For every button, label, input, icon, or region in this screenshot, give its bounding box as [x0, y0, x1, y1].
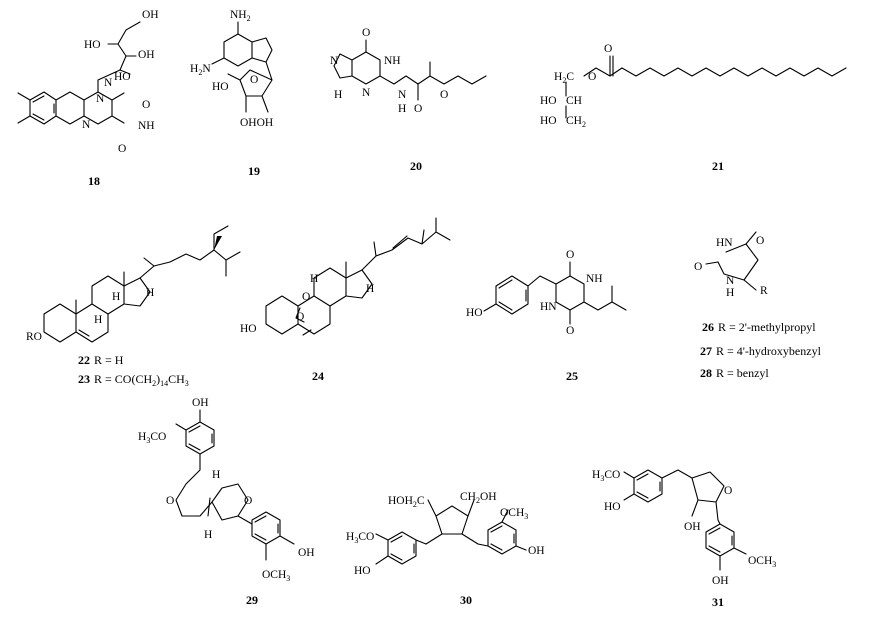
compound-number: 29: [246, 593, 258, 607]
atom-oh: OH: [528, 545, 545, 557]
atom-o: O: [604, 43, 612, 55]
atom-oh: OH: [142, 9, 159, 21]
atom-o: O: [244, 495, 252, 507]
atom-nh: NH: [586, 273, 603, 285]
atom-h: H: [366, 283, 374, 295]
atom-och3: OCH3: [262, 569, 290, 583]
structure-21: H2C O O HO CH HO CH2 21: [540, 43, 847, 173]
atom-h: H: [398, 103, 406, 115]
atom-ho: HO: [114, 71, 131, 83]
structure-29: OH H3CO O O H H OH OCH3 29: [138, 397, 315, 607]
structure-19: NH2 H2N HO O OHOH 19: [190, 9, 273, 178]
structure-31: H3CO HO O OH OCH3 OH 31: [592, 469, 776, 609]
atom-ho: HO: [540, 95, 557, 107]
atom-nh2: NH2: [230, 9, 251, 23]
atom-ho: HO: [240, 323, 257, 335]
compound-number: 18: [88, 174, 100, 188]
atom-ch2oh: CH2OH: [460, 491, 497, 505]
atom-o: O: [142, 99, 150, 111]
structure-25: HO O O HN NH 25: [466, 249, 627, 383]
atom-h: H: [94, 314, 102, 326]
atom-o: O: [296, 311, 304, 323]
atom-o: O: [118, 143, 126, 155]
atom-h3co: H3CO: [592, 469, 620, 483]
atom-o: O: [440, 89, 448, 101]
atom-ch: CH: [566, 95, 582, 107]
atom-n: N: [330, 55, 339, 67]
atom-o: O: [166, 495, 174, 507]
atom-oh: OH: [298, 547, 315, 559]
atom-o: O: [566, 249, 574, 261]
atom-o: O: [414, 103, 422, 115]
atom-r: R: [760, 285, 768, 297]
atom-o: O: [302, 291, 310, 303]
structure-26: HN O O N H R: [694, 231, 768, 299]
atom-h: H: [334, 89, 342, 101]
atom-h2c: H2C: [554, 71, 574, 85]
atom-hn: HN: [540, 301, 557, 313]
atom-ohoh: OHOH: [240, 117, 273, 129]
structure-30: HOH2C CH2OH OCH3 H3CO HO OH 30: [346, 491, 545, 607]
compound-number: 30: [460, 593, 472, 607]
atom-hoh2c: HOH2C: [388, 495, 425, 509]
atom-o: O: [756, 235, 764, 247]
compound-number: 19: [248, 164, 260, 178]
atom-n: N: [362, 87, 371, 99]
atom-o: O: [588, 71, 596, 83]
atom-h2n: H2N: [190, 63, 211, 77]
atom-oh: OH: [712, 575, 729, 587]
structure-18: N N N OH HO OH HO NH O O 18: [17, 9, 159, 188]
atom-h3co: H3CO: [138, 431, 166, 445]
atom-ro: RO: [26, 331, 42, 343]
atom-ho: HO: [604, 501, 621, 513]
atom-o: O: [250, 74, 258, 86]
structure-20: O NH N H N N H O O 20: [330, 27, 487, 173]
atom-ho: HO: [212, 81, 229, 93]
atom-ho: HO: [466, 307, 483, 319]
atom-o: O: [362, 27, 370, 39]
atom-och3: OCH3: [500, 507, 528, 521]
compound-number: 31: [712, 595, 724, 609]
atom-oh: OH: [138, 49, 155, 61]
atom-h: H: [212, 469, 220, 481]
atom-nh: NH: [384, 55, 401, 67]
atom-n: N: [96, 93, 105, 105]
atom-h: H: [204, 529, 212, 541]
atom-nh: NH: [138, 120, 155, 132]
atom-o: O: [724, 485, 732, 497]
atom-ho: HO: [354, 565, 371, 577]
atom-n: N: [398, 89, 407, 101]
atom-och3: OCH3: [748, 555, 776, 569]
atom-ho: HO: [540, 115, 557, 127]
atom-n: N: [82, 119, 91, 131]
atom-hn: HN: [716, 237, 733, 249]
atom-ch2: CH2: [566, 115, 586, 129]
atom-o: O: [694, 261, 702, 273]
structure-24: HO H H O O 24: [240, 217, 451, 383]
atom-oh: OH: [192, 397, 209, 409]
atom-o: O: [566, 325, 574, 337]
atom-h3co: H3CO: [346, 531, 374, 545]
atom-h: H: [112, 291, 120, 303]
atom-h: H: [726, 287, 734, 299]
atom-h: H: [310, 273, 318, 285]
compound-number: 24: [312, 369, 324, 383]
atom-ho: HO: [84, 39, 101, 51]
compound-number: 20: [410, 159, 422, 173]
structure-22: RO H H H: [26, 225, 241, 343]
atom-n: N: [104, 77, 113, 89]
atom-oh: OH: [684, 521, 701, 533]
compound-number: 21: [712, 159, 724, 173]
compound-number: 25: [566, 369, 578, 383]
atom-n: N: [726, 275, 735, 287]
atom-h: H: [146, 287, 154, 299]
